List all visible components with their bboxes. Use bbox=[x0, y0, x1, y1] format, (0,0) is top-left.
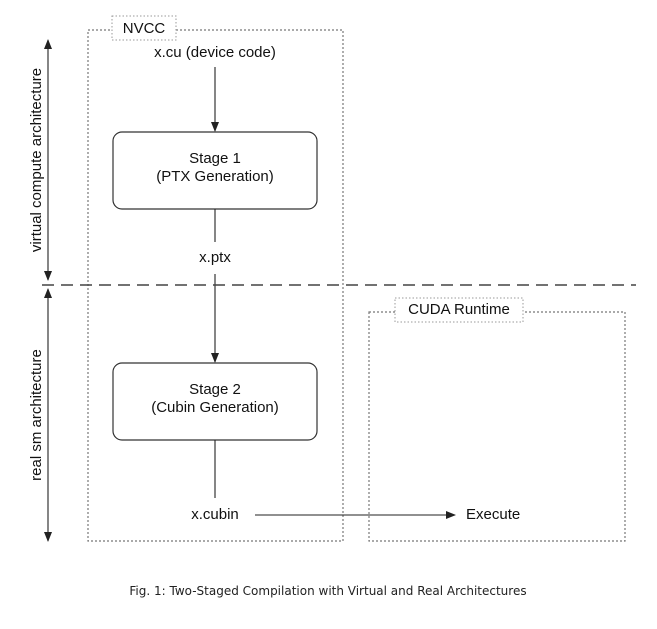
real-axis-label: real sm architecture bbox=[28, 349, 45, 481]
stage2-title: Stage 2 bbox=[189, 381, 241, 398]
stage1-title: Stage 1 bbox=[189, 150, 241, 167]
cuda-runtime-label: CUDA Runtime bbox=[408, 301, 510, 318]
ptx-file-label: x.ptx bbox=[199, 249, 231, 266]
stage2-subtitle: (Cubin Generation) bbox=[151, 399, 279, 416]
input-file-label: x.cu (device code) bbox=[154, 44, 276, 61]
virtual-axis-label: virtual compute architecture bbox=[28, 68, 45, 252]
cuda-runtime-label-box bbox=[394, 297, 524, 323]
nvcc-label: NVCC bbox=[123, 20, 166, 37]
stage1-subtitle: (PTX Generation) bbox=[156, 168, 274, 185]
execute-label: Execute bbox=[466, 506, 520, 523]
cubin-file-label: x.cubin bbox=[191, 506, 239, 523]
nvcc-label-box bbox=[111, 15, 177, 41]
figure-caption: Fig. 1: Two-Staged Compilation with Virt… bbox=[129, 584, 526, 598]
